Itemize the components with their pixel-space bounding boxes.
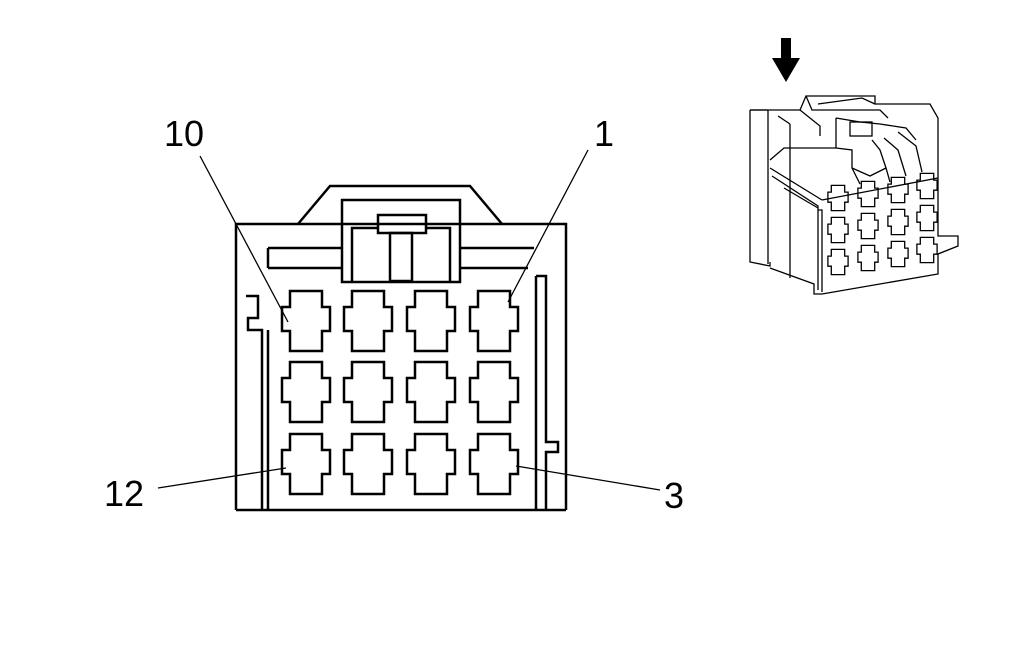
iso-cavity-r1-c1 xyxy=(827,184,849,212)
leader-line-12 xyxy=(157,467,287,489)
cavity-r2-c4 xyxy=(468,360,520,424)
left-rail xyxy=(246,294,264,510)
cavity-r3-c2 xyxy=(342,432,394,496)
cavity-grid xyxy=(280,289,520,496)
latch-box xyxy=(340,198,462,284)
iso-cavity-r3-c3 xyxy=(887,240,909,268)
iso-cavity-r3-c2 xyxy=(857,244,879,272)
cavity-r2-c1 xyxy=(280,360,332,424)
pin-label-3: 3 xyxy=(664,475,684,516)
iso-cavity-r1-c4 xyxy=(916,172,938,200)
pin-label-1: 1 xyxy=(594,113,614,154)
iso-cavity-r1-c3 xyxy=(887,176,909,204)
iso-cavity-r3-c1 xyxy=(827,248,849,276)
cavity-r2-c2 xyxy=(342,360,394,424)
pin-label-10: 10 xyxy=(164,113,204,154)
latch-post xyxy=(388,231,414,283)
pin-callouts: 10 1 12 3 xyxy=(104,113,684,516)
connector-front-view xyxy=(234,184,568,512)
cavity-r3-c1 xyxy=(280,432,332,496)
pin-label-12: 12 xyxy=(104,473,144,514)
iso-cavity-grid xyxy=(827,172,938,276)
cavity-r1-c1 xyxy=(280,289,332,353)
down-arrow-icon xyxy=(772,38,800,82)
cavity-r1-c2 xyxy=(342,289,394,353)
leader-line-10 xyxy=(199,155,289,323)
leader-line-3 xyxy=(515,465,661,491)
cavity-r3-c3 xyxy=(405,432,457,496)
connector-isometric-view xyxy=(749,38,959,295)
iso-cavity-r2-c3 xyxy=(887,208,909,236)
right-rail xyxy=(536,274,560,510)
iso-cavity-r1-c2 xyxy=(857,180,879,208)
iso-cavity-r2-c2 xyxy=(857,212,879,240)
cavity-r3-c4 xyxy=(468,432,520,496)
leader-line-1 xyxy=(507,149,589,303)
top-latch xyxy=(297,184,503,225)
cavity-r2-c3 xyxy=(405,360,457,424)
iso-cavity-r2-c4 xyxy=(916,204,938,232)
iso-cavity-r3-c4 xyxy=(916,236,938,264)
cavity-r1-c3 xyxy=(405,289,457,353)
iso-cavity-r2-c1 xyxy=(827,216,849,244)
housing-outline xyxy=(234,222,568,510)
cavity-r1-c4 xyxy=(468,289,520,353)
